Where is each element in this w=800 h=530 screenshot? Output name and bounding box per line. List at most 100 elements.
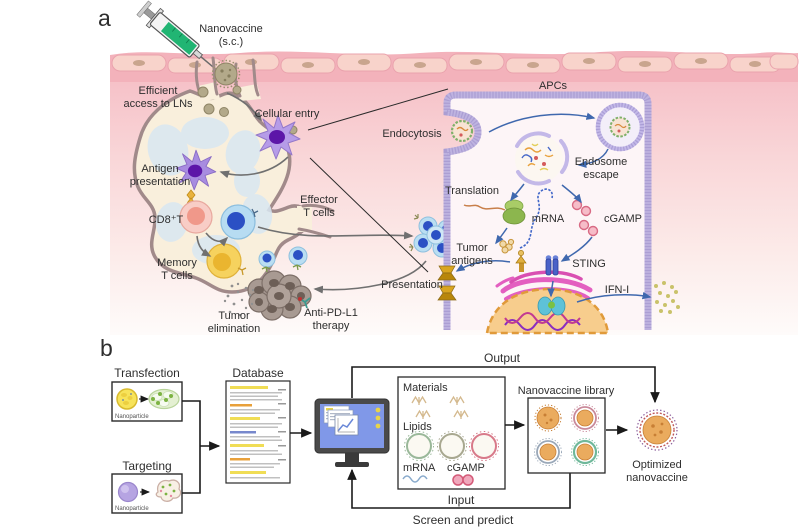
label-sc: (s.c.): [219, 36, 243, 48]
optimized-nanovaccine: [636, 409, 678, 451]
label-memory-2: T cells: [161, 270, 193, 282]
ifn-dots: [654, 281, 680, 314]
label-cd8t: CD8⁺T: [149, 214, 184, 226]
label-sting: STING: [572, 258, 606, 270]
label-screen-predict: Screen and predict: [413, 513, 514, 527]
database-box: [225, 380, 291, 484]
cgamp-molecules: [571, 199, 599, 237]
label-endosome-2: escape: [583, 169, 618, 181]
label-tumor-antigens-2: antigens: [451, 255, 493, 267]
label-tumor-elim-1: Tumor: [218, 310, 250, 322]
panel-b: b Transfection Nanoparticle Targeting: [100, 335, 688, 527]
effector-t-cell: [220, 204, 259, 240]
syringe-icon: [136, 0, 219, 72]
label-optimized-1: Optimized: [632, 459, 682, 471]
targeting-nanoparticle: [117, 481, 139, 503]
tumor-mass: [247, 270, 312, 321]
label-apcs: APCs: [539, 80, 568, 92]
chart-window: [334, 414, 359, 436]
panel-a-label: a: [98, 5, 111, 31]
label-output: Output: [484, 351, 521, 365]
label-tumor-antigens-1: Tumor: [456, 242, 488, 254]
label-endocytosis: Endocytosis: [382, 128, 442, 140]
label-lipids: Lipids: [403, 421, 432, 433]
label-optimized-2: nanovaccine: [626, 472, 688, 484]
label-endosome-1: Endosome: [575, 156, 628, 168]
callout-line-top: [307, 88, 449, 131]
label-effector-2: T cells: [303, 207, 335, 219]
mhc-on-golgi: [515, 250, 527, 272]
label-cgamp-b: cGAMP: [447, 462, 485, 474]
label-transfection: Transfection: [114, 366, 180, 380]
mrna-squiggle: [402, 475, 428, 483]
endocytosed-nanoparticle: [450, 119, 474, 143]
endosome: [595, 102, 645, 152]
lymph-node: [132, 56, 335, 294]
tumor-nuclei: [254, 279, 305, 313]
label-effector-1: Effector: [300, 194, 338, 206]
transfection-box: Nanoparticle: [111, 381, 183, 422]
caption-nanoparticle-2: Nanoparticle: [115, 506, 149, 512]
database-entries: [230, 386, 286, 479]
label-materials: Materials: [403, 382, 448, 394]
memory-t-cell: [206, 243, 247, 279]
library-box: [527, 397, 606, 474]
panel-b-label: b: [100, 335, 113, 361]
nanoparticle-speckles: [220, 68, 232, 82]
label-cellular-entry: Cellular entry: [255, 108, 320, 120]
label-tumor-elim-2: elimination: [208, 323, 261, 335]
label-database: Database: [232, 366, 284, 380]
panel-a-arrows: [196, 92, 427, 294]
input-box: Materials Lipids mRNA cGAMP: [397, 376, 506, 490]
nanoparticle-corona: [211, 59, 241, 89]
label-mrna-a: mRNA: [532, 213, 565, 225]
transfection-nanoparticle: [116, 388, 138, 410]
label-presentation: Presentation: [381, 279, 443, 291]
cd8-t-cell: [179, 200, 213, 234]
sting-protein: [545, 255, 559, 276]
dendritic-cell-presenting: [175, 149, 217, 191]
cgamp-icon: [452, 474, 474, 486]
label-efficient-1: Efficient: [139, 85, 178, 97]
panel-a: a: [98, 0, 799, 335]
label-input: Input: [448, 493, 475, 507]
caption-nanoparticle-1: Nanoparticle: [115, 414, 149, 420]
lipid-rings: [404, 431, 499, 461]
label-antipdl1-1: Anti-PD-L1: [304, 307, 358, 319]
library-particle-3: [534, 438, 562, 466]
library-particle-4: [571, 438, 599, 466]
mhc-presentation-complexes: [437, 265, 457, 301]
dendritic-cell-entry: [255, 114, 301, 160]
label-translation: Translation: [445, 185, 499, 197]
label-efficient-2: access to LNs: [123, 98, 193, 110]
computer-monitor: [314, 398, 390, 467]
label-library: Nanovaccine library: [518, 385, 615, 397]
target-organ: [155, 479, 182, 502]
feedback-flow-line: [347, 468, 571, 509]
bracket-connector: [182, 400, 221, 494]
label-antipdl1-2: therapy: [313, 320, 350, 332]
tumor-debris: [223, 282, 255, 317]
anti-pd-l1-antibody: [298, 297, 311, 309]
label-cgamp-a: cGAMP: [604, 213, 642, 225]
targeting-box: Nanoparticle: [111, 473, 183, 514]
library-particle-2: [571, 404, 599, 432]
label-nanovaccine: Nanovaccine: [199, 23, 263, 35]
output-flow-line: [351, 366, 660, 404]
transfected-cells: [148, 388, 180, 410]
ribosome: [463, 188, 554, 249]
label-antigen-2: presentation: [130, 176, 191, 188]
lymph-node-follicles: [147, 117, 273, 265]
apc-cell: [437, 91, 680, 335]
endosome-escape-burst: [515, 131, 570, 186]
nucleus: [485, 287, 610, 335]
apc-arrows: [455, 112, 652, 303]
material-molecules: [411, 395, 469, 419]
label-memory-1: Memory: [157, 257, 197, 269]
label-targeting: Targeting: [122, 459, 171, 473]
effector-cells-attacking: [258, 246, 308, 273]
label-mrna-b: mRNA: [403, 462, 436, 474]
label-antigen-1: Antigen: [141, 163, 178, 175]
